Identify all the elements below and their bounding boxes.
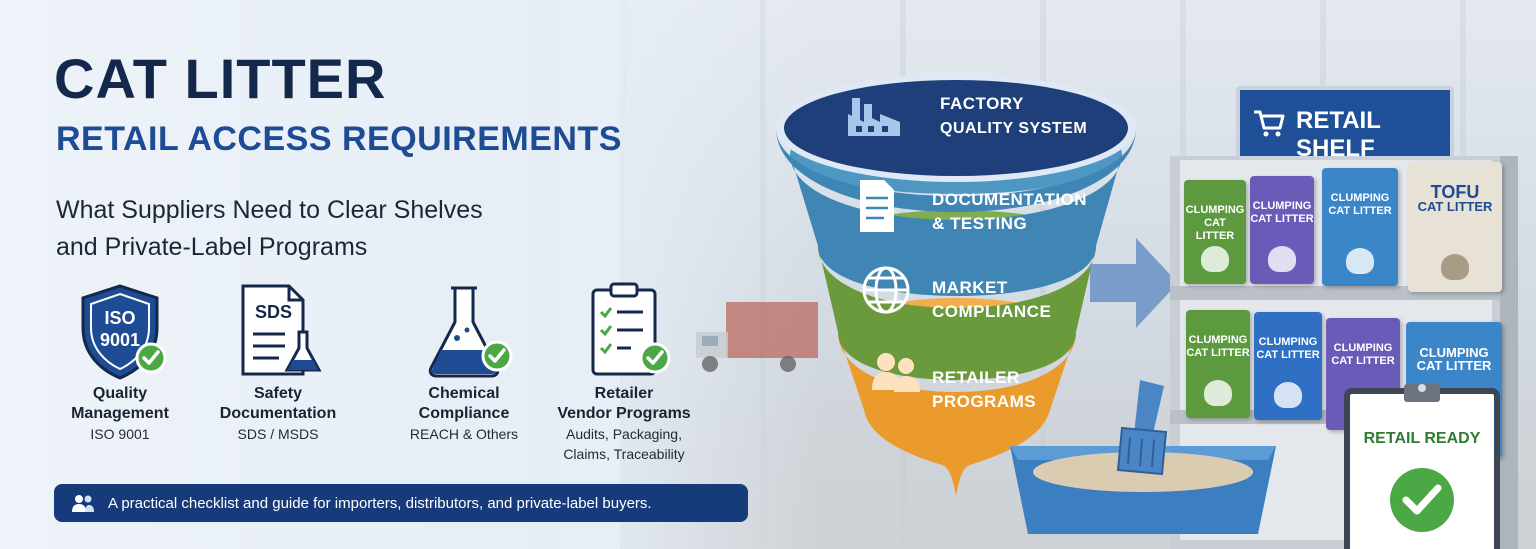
page-subtitle: RETAIL ACCESS REQUIREMENTS	[56, 120, 622, 158]
globe-icon	[862, 266, 910, 314]
feature-title: Quality Management	[40, 384, 200, 424]
feature-title-line-1: Quality	[92, 385, 148, 402]
funnel-label-line-1: DOCUMENTATION	[932, 190, 1088, 209]
clip-icon	[1404, 384, 1440, 402]
funnel-label-retailer: RETAILER PROGRAMS	[932, 366, 1036, 414]
funnel: FACTORY QUALITY SYSTEM DOCUMENTATION & T…	[760, 70, 1160, 530]
feature-title: Safety Documentation	[198, 384, 358, 424]
bag-label-line-1: CLUMPING	[1330, 192, 1390, 204]
bag-label-line-1: CLUMPING	[1188, 334, 1248, 346]
background-fade	[560, 0, 820, 549]
feature-title-line-2: Documentation	[219, 405, 337, 422]
funnel-graphic	[776, 74, 1136, 496]
litter-tray-illustration	[1010, 380, 1276, 534]
funnel-label-line-2: & TESTING	[932, 214, 1028, 233]
feature-title-line-2: Management	[71, 405, 169, 422]
bag-label-line-1: CLUMPING	[1419, 345, 1489, 360]
feature-subtitle: SDS / MSDS	[237, 426, 319, 442]
document-icon	[860, 180, 894, 232]
flask-icon	[428, 286, 513, 378]
feature-safety-documentation: SDS Safety Documentation SDS / MSDS	[198, 282, 358, 444]
iso-badge-line-2: 9001	[100, 330, 140, 350]
feature-subtitle: REACH & Others	[409, 426, 519, 442]
bag-label-line-1: CLUMPING	[1185, 204, 1245, 216]
checklist-icon	[591, 282, 671, 376]
feature-title: Retailer Vendor Programs	[544, 384, 704, 424]
feature-title-line-2: Vendor Programs	[557, 405, 691, 422]
bag-label-line-2: CAT LITTER	[1328, 205, 1392, 217]
bag-label-line-2: CAT LITTER	[1331, 355, 1395, 367]
funnel-label-line-1: FACTORY	[940, 94, 1024, 113]
iso-badge-line-1: ISO	[104, 308, 135, 328]
footer-bar: A practical checklist and guide for impo…	[54, 484, 748, 522]
retail-shelf-sign: RETAIL SHELF	[1236, 86, 1454, 162]
feature-subtitle: ISO 9001	[90, 426, 150, 442]
feature-retailer-vendor-programs: Retailer Vendor Programs Audits, Packagi…	[544, 282, 704, 464]
bag-label-line-1: CLUMPING	[1252, 200, 1312, 212]
funnel-tier-documentation	[790, 154, 1122, 296]
page-title: CAT LITTER	[54, 47, 387, 110]
tagline-line-1: What Suppliers Need to Clear Shelves	[56, 196, 483, 224]
bag-label-line-2: CAT LITTER	[1416, 358, 1492, 373]
retail-shelf-sign-text: RETAIL SHELF	[1296, 107, 1381, 162]
feature-title-line-1: Safety	[253, 385, 303, 402]
feature-subtitle-line-2: Claims, Traceability	[563, 446, 685, 462]
tagline-line-2: and Private-Label Programs	[56, 233, 368, 261]
funnel-label-line-2: COMPLIANCE	[932, 302, 1052, 321]
feature-title-line-2: Compliance	[418, 405, 510, 422]
iso-shield-icon: ISO 9001	[81, 284, 167, 380]
bag-label-line-2: CAT LITTER	[1250, 213, 1314, 225]
cat-icon	[1201, 246, 1229, 272]
cat-icon	[1268, 246, 1296, 272]
feature-title-line-1: Retailer	[594, 385, 654, 402]
bag-label-line-1: TOFU	[1430, 182, 1480, 202]
feature-subtitle: Audits, Packaging, Claims, Traceability	[544, 424, 704, 464]
funnel-label-line-2: PROGRAMS	[932, 392, 1037, 411]
funnel-tier-market	[818, 246, 1096, 380]
bag-label-line-1: CLUMPING	[1333, 342, 1393, 354]
people-icon	[872, 353, 920, 392]
cat-icon	[1441, 254, 1469, 280]
cat-icon	[1204, 380, 1232, 406]
feature-quality-management: ISO 9001 Quality Management ISO 9001	[40, 282, 200, 444]
bag-label-line-2: CAT LITTER	[1186, 347, 1250, 359]
feature-title: Chemical Compliance	[384, 384, 544, 424]
funnel-label-factory: FACTORY QUALITY SYSTEM	[940, 92, 1087, 141]
feature-title-line-1: Chemical	[428, 385, 500, 402]
people-icon	[72, 495, 94, 512]
funnel-label-documentation: DOCUMENTATION & TESTING	[932, 188, 1087, 236]
truck-illustration	[696, 302, 818, 372]
retail-ready-clipboard: RETAIL READY	[1344, 384, 1500, 549]
shopping-cart-icon	[1254, 110, 1285, 137]
bag-label-line-2: CAT LITTER	[1195, 217, 1235, 242]
bag-label-line-1: CLUMPING	[1258, 336, 1318, 348]
bag-label-line-2: CAT LITTER	[1256, 349, 1320, 361]
sds-badge-text: SDS	[255, 302, 292, 322]
feature-list: ISO 9001 Quality Management ISO 9001 SDS	[40, 282, 720, 472]
funnel-label-line-1: MARKET	[932, 278, 1008, 297]
funnel-label-market: MARKET COMPLIANCE	[932, 276, 1051, 324]
cat-icon	[1274, 382, 1302, 408]
sds-document-icon: SDS	[241, 284, 322, 376]
bag-label-line-2: CAT LITTER	[1417, 199, 1493, 214]
tagline: What Suppliers Need to Clear Shelves and…	[56, 192, 676, 266]
funnel-tier-retailer	[838, 332, 1076, 496]
cat-icon	[1346, 248, 1374, 274]
feature-subtitle-line-1: Audits, Packaging,	[566, 426, 682, 442]
footer-text: A practical checklist and guide for impo…	[108, 494, 652, 512]
funnel-label-line-2: QUALITY SYSTEM	[940, 120, 1088, 137]
retail-ready-label: RETAIL READY	[1363, 430, 1481, 447]
arrow-right-icon	[1090, 238, 1178, 328]
checkmark-icon	[1390, 468, 1454, 532]
factory-icon	[848, 98, 900, 136]
feature-chemical-compliance: Chemical Compliance REACH & Others	[384, 282, 544, 444]
funnel-label-line-1: RETAILER	[932, 368, 1020, 387]
